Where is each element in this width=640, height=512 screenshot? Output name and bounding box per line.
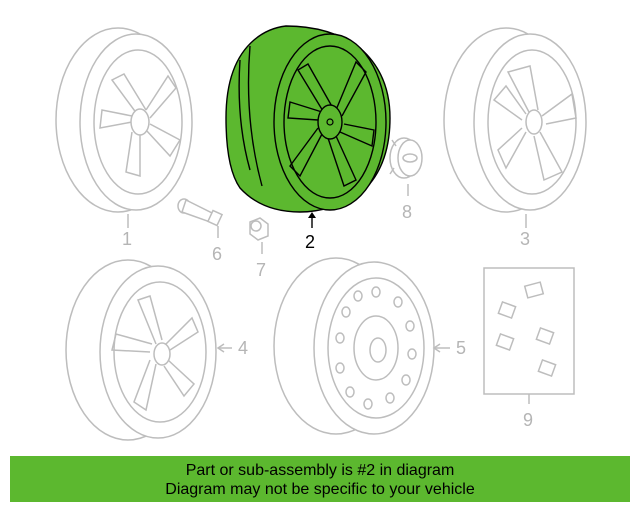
- callout-8: 8: [402, 202, 412, 222]
- valve-stem-part-6[interactable]: 6: [177, 198, 224, 264]
- parts-diagram: 1 2 3: [55, 25, 587, 441]
- wheel-part-3[interactable]: 3: [443, 27, 587, 249]
- center-cap-part-8[interactable]: 8: [389, 137, 423, 222]
- callout-5: 5: [456, 338, 466, 358]
- wheel-part-1[interactable]: 1: [55, 27, 193, 249]
- spare-wheel-part-5[interactable]: 5: [273, 257, 466, 435]
- info-banner: Part or sub-assembly is #2 in diagram Di…: [10, 456, 630, 502]
- banner-line-2: Diagram may not be specific to your vehi…: [165, 481, 475, 498]
- callout-7: 7: [256, 260, 266, 280]
- wheel-part-2[interactable]: 2: [225, 25, 391, 252]
- callout-1: 1: [122, 229, 132, 249]
- lug-nut-part-7[interactable]: 7: [249, 217, 269, 280]
- callout-3: 3: [520, 229, 530, 249]
- callout-9: 9: [523, 410, 533, 430]
- banner-line-1: Part or sub-assembly is #2 in diagram: [185, 462, 455, 479]
- wheel-part-4[interactable]: 4: [65, 259, 248, 441]
- callout-6: 6: [212, 244, 222, 264]
- wheel-lock-kit-part-9[interactable]: 9: [483, 267, 575, 430]
- callout-2: 2: [305, 232, 315, 252]
- callout-4: 4: [238, 338, 248, 358]
